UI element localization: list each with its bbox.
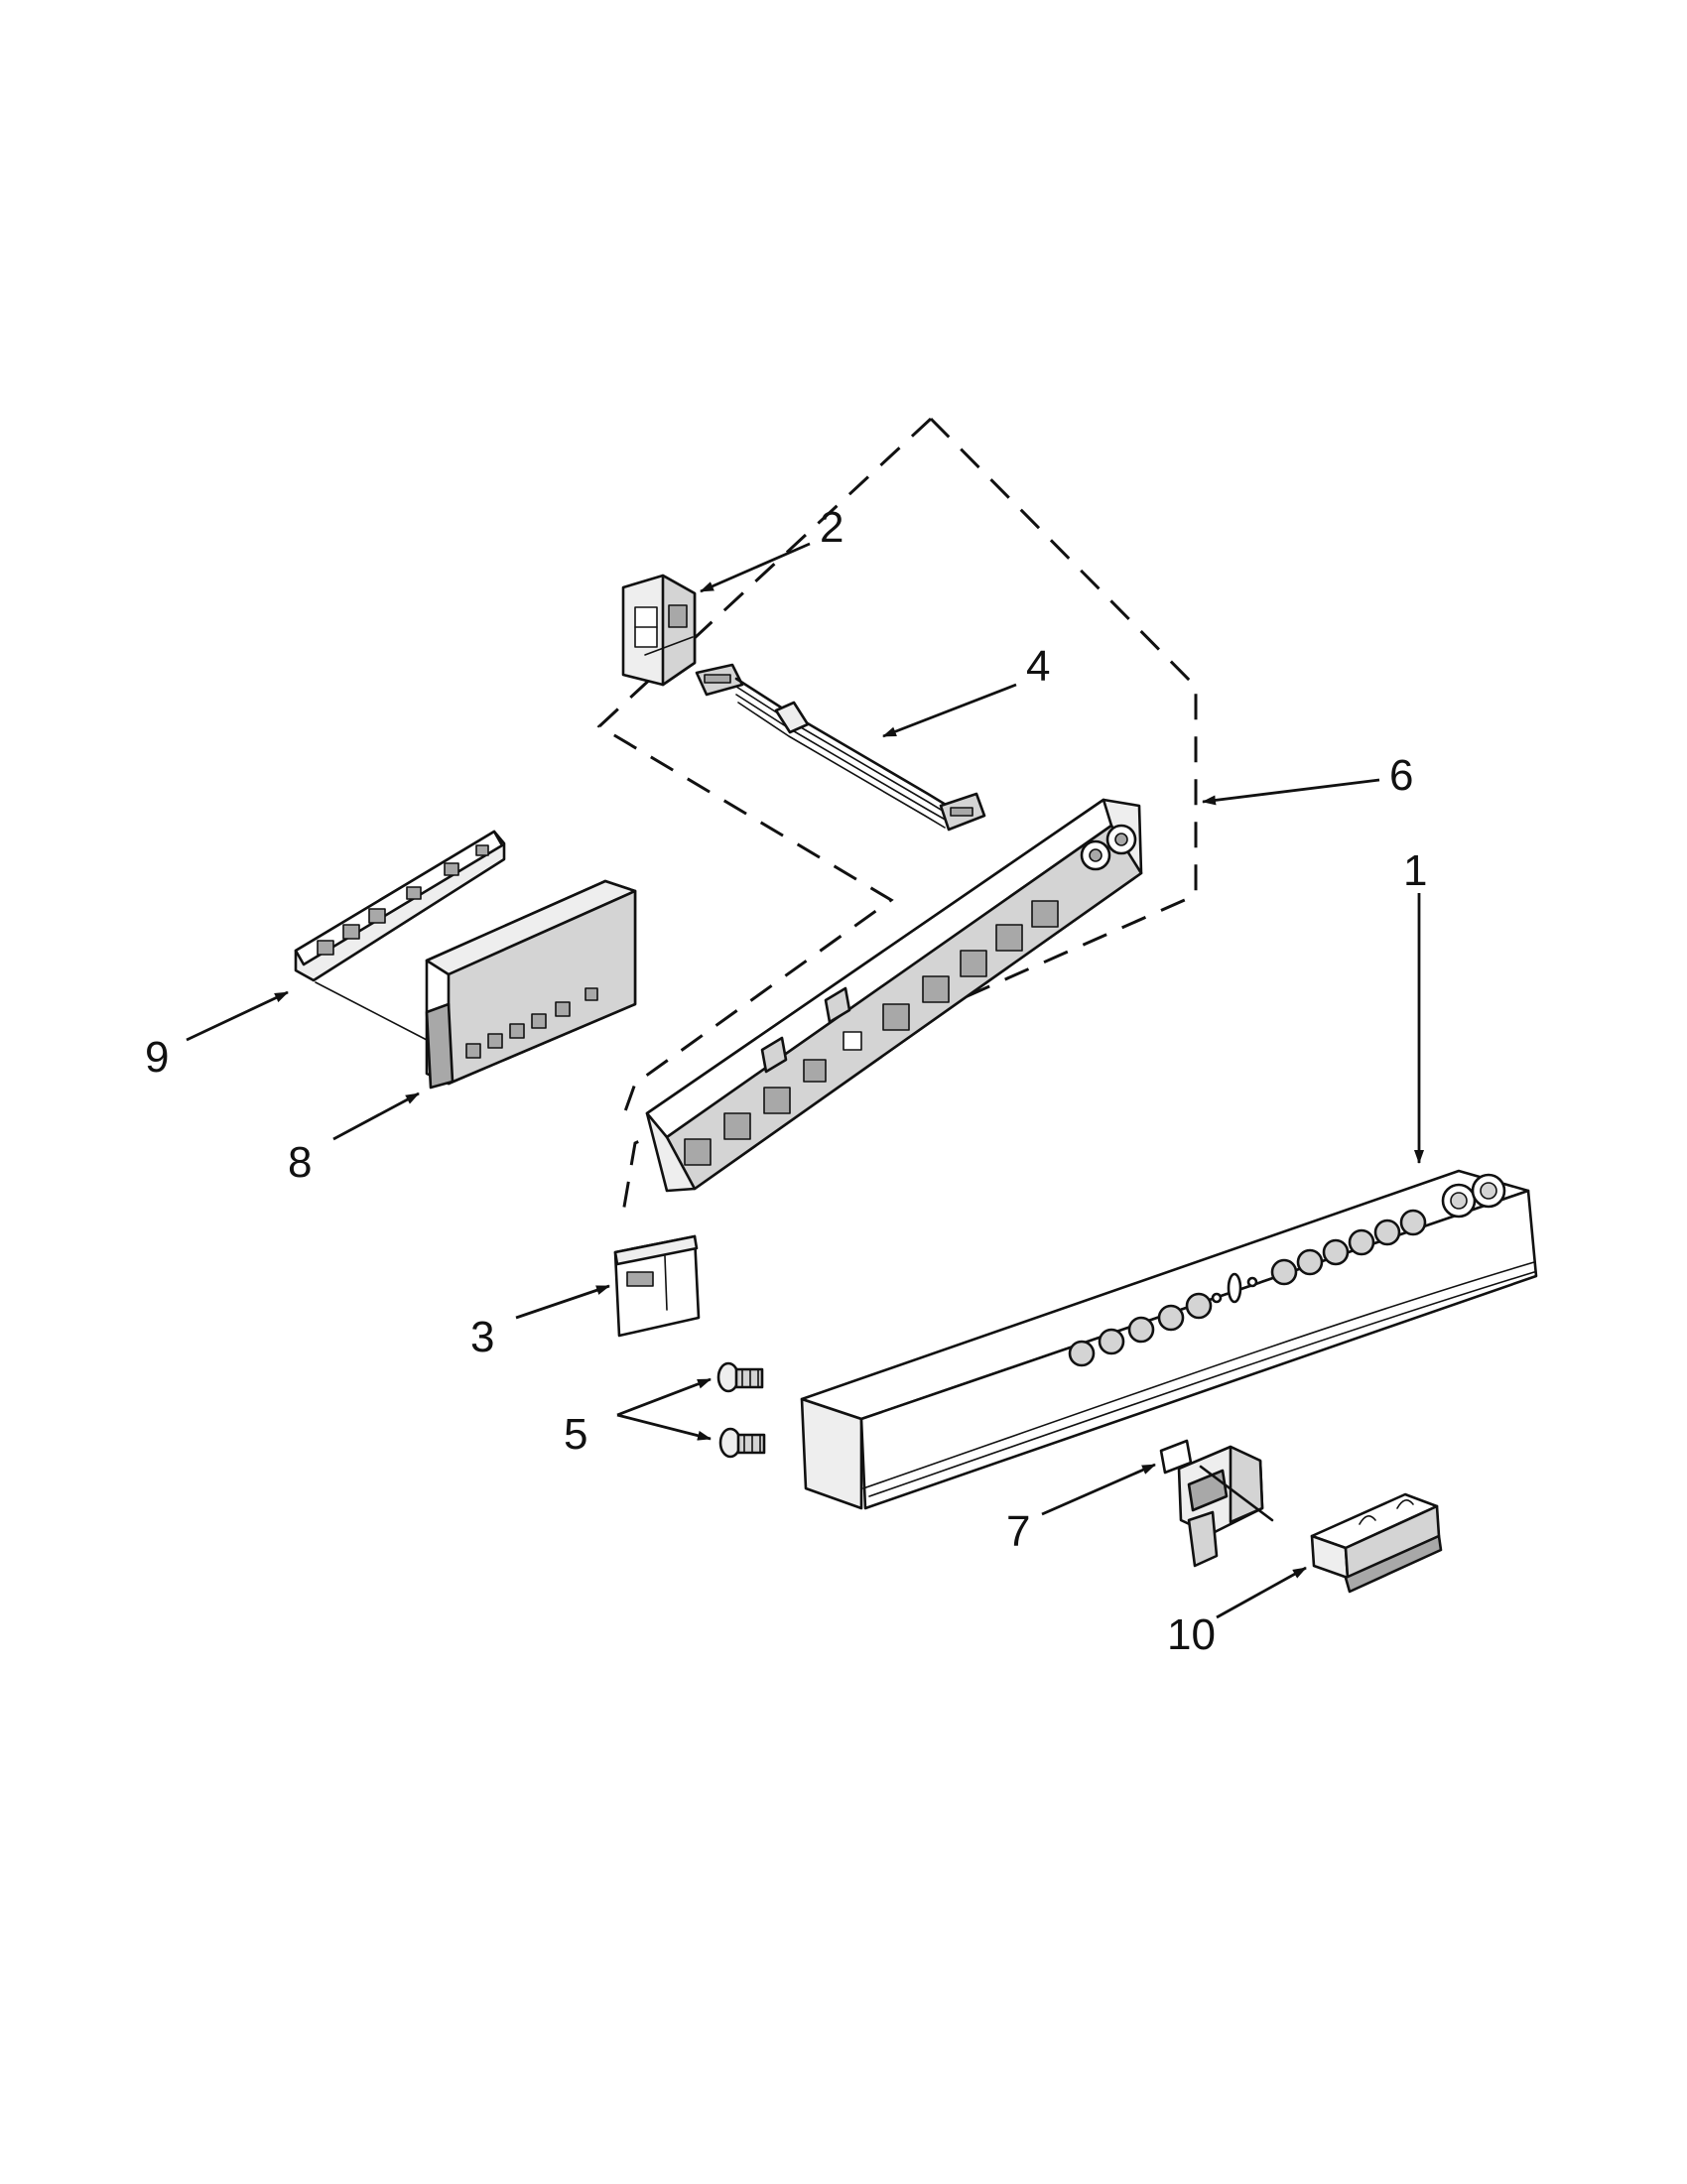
part-4-wire-harness	[695, 663, 986, 832]
leader-5-lower	[616, 1413, 712, 1441]
callout-labels: 1 2 4 6 9 8 3 5 7 10	[145, 503, 1427, 1659]
leader-8	[332, 1092, 420, 1141]
callout-2: 2	[820, 503, 844, 552]
callout-5: 5	[564, 1410, 587, 1459]
leader-lines	[186, 542, 1424, 1619]
knob-pair	[1441, 1173, 1506, 1219]
part-8-control-board	[425, 879, 637, 1090]
part-3-clip	[613, 1234, 701, 1338]
callout-4: 4	[1026, 642, 1050, 691]
part-10-latch-cover	[1310, 1492, 1443, 1594]
part-6-control-bracket	[645, 798, 1143, 1193]
callout-1: 1	[1403, 846, 1427, 895]
callout-6: 6	[1389, 751, 1413, 800]
leader-10	[1216, 1566, 1307, 1619]
button-row-right	[1270, 1209, 1427, 1286]
part-7-latch	[1159, 1439, 1274, 1568]
assembly-dashed-outline	[596, 417, 1198, 1214]
callout-8: 8	[288, 1138, 312, 1187]
screw-upper	[716, 1361, 764, 1393]
callout-9: 9	[145, 1033, 169, 1082]
callout-7: 7	[1006, 1507, 1030, 1556]
leader-6	[1202, 778, 1380, 806]
callout-10: 10	[1167, 1610, 1216, 1659]
part-9-circuit-bracket	[294, 830, 506, 1041]
leader-3	[515, 1284, 610, 1320]
part-2-harness-bracket	[621, 574, 697, 687]
leader-5-upper	[616, 1377, 712, 1417]
leader-9	[186, 990, 289, 1042]
leader-4	[882, 683, 1017, 738]
button-row-left	[1068, 1292, 1213, 1367]
callout-3: 3	[470, 1313, 494, 1361]
screw-lower	[718, 1427, 766, 1459]
part-1-control-panel	[800, 1169, 1538, 1510]
part-5-screws	[716, 1361, 766, 1459]
leader-2	[700, 542, 811, 593]
leader-7	[1041, 1463, 1156, 1516]
